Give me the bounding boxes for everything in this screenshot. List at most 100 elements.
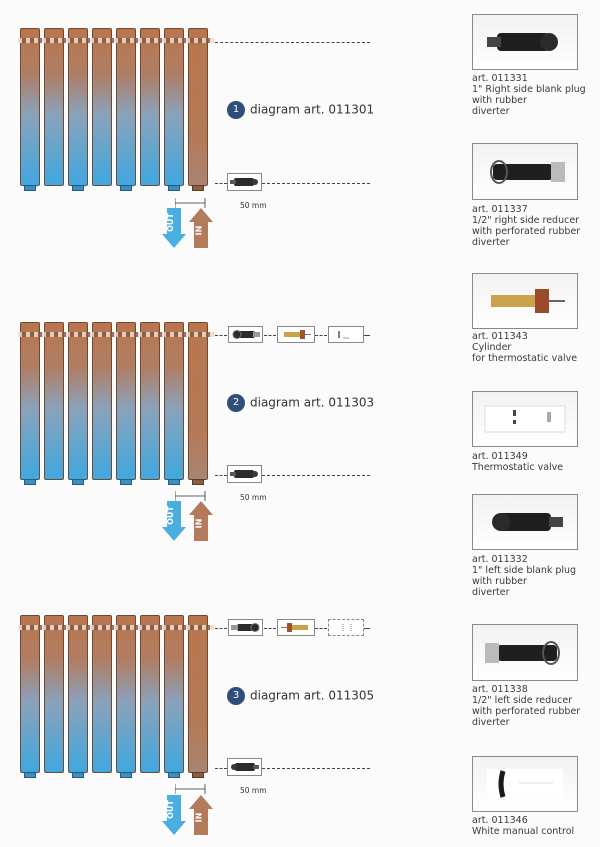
radiator-section: [68, 615, 88, 773]
radiator-foot: [24, 772, 36, 778]
diagram-title: diagram art. 011303: [250, 395, 375, 410]
top-dashed-line: [364, 628, 370, 629]
radiator-manifold: [18, 38, 214, 43]
radiator-section: [68, 322, 88, 480]
radiator-foot: [192, 185, 204, 191]
out-arrow: OUT: [162, 208, 186, 248]
radiator-section: [20, 28, 40, 186]
dimension-label: 50 mm: [240, 493, 267, 502]
product-art-number: art. 011349: [472, 451, 528, 462]
product-art-number: art. 011332: [472, 554, 528, 565]
top-dashed-line: [264, 628, 276, 629]
radiator-section: [140, 615, 160, 773]
cylinder-thumbnail: [277, 326, 315, 343]
radiator-foot: [24, 479, 36, 485]
product-description: 1/2" right side reducer: [472, 215, 580, 226]
radiator-section: [164, 615, 184, 773]
blank-plug-thumbnail: [227, 465, 262, 483]
radiator-foot: [120, 772, 132, 778]
bottom-dashed-line: [215, 475, 227, 476]
radiator-foot: [72, 185, 84, 191]
product-photo-cylinder: [472, 273, 578, 329]
radiator-section: [44, 322, 64, 480]
top-dashed-line: [215, 335, 227, 336]
product-art-number: art. 011346: [472, 815, 528, 826]
diagram-number-badge: 1: [227, 101, 245, 119]
radiator-section: [164, 322, 184, 480]
diagram-label-2: 2 diagram art. 011303: [227, 394, 374, 412]
product-photo-manual-control: [472, 756, 578, 812]
radiator-foot: [24, 185, 36, 191]
radiator-section: [116, 615, 136, 773]
radiator-foot: [72, 479, 84, 485]
dimension-marker: [175, 784, 206, 794]
bottom-dashed-line: [215, 768, 227, 769]
product-photo-blank-plug-right: [472, 14, 578, 70]
product-photo-reducer-left: [472, 624, 578, 681]
product-description: diverter: [472, 717, 510, 728]
product-description: with rubber: [472, 576, 527, 587]
radiator-section: [140, 322, 160, 480]
in-label: IN: [194, 812, 204, 823]
diagram-label-1: 1 diagram art. 011301: [227, 101, 374, 119]
dimension-label: 50 mm: [240, 201, 267, 210]
product-caption: art. 011331 1" Right side blank plug wit…: [472, 73, 600, 117]
in-arrow: IN: [189, 208, 213, 248]
out-arrow: OUT: [162, 795, 186, 835]
product-description: with rubber: [472, 95, 527, 106]
dimension-marker: [175, 491, 206, 501]
reducer-thumbnail: [228, 619, 263, 636]
blank-plug-thumbnail: [227, 173, 262, 191]
product-description: diverter: [472, 106, 510, 117]
radiator-section: [92, 322, 112, 480]
out-label: OUT: [165, 213, 175, 232]
product-caption: art. 011343 Cylinder for thermostatic va…: [472, 331, 600, 364]
product-description: Cylinder: [472, 342, 512, 353]
product-art-number: art. 011331: [472, 73, 528, 84]
product-description: diverter: [472, 587, 510, 598]
manual-control-thumbnail: [328, 619, 364, 636]
diagram-number-badge: 2: [227, 394, 245, 412]
dimension-label: 50 mm: [240, 786, 267, 795]
radiator-section: [188, 28, 208, 186]
radiator-foot: [72, 772, 84, 778]
radiator-section: [20, 322, 40, 480]
out-label: OUT: [165, 800, 175, 819]
radiator-section: [188, 322, 208, 480]
top-dashed-line: [215, 628, 227, 629]
radiator-diagram-3: [18, 615, 214, 779]
bottom-dashed-line: [262, 475, 370, 476]
diagram-title: diagram art. 011301: [250, 102, 375, 117]
radiator-foot: [168, 479, 180, 485]
radiator-foot: [192, 479, 204, 485]
product-description: 1" Right side blank plug: [472, 84, 586, 95]
cylinder-thumbnail: [277, 619, 315, 636]
radiator-section: [20, 615, 40, 773]
in-label: IN: [194, 225, 204, 236]
blank-plug-thumbnail: [227, 758, 262, 776]
in-arrow: IN: [189, 795, 213, 835]
product-art-number: art. 011343: [472, 331, 528, 342]
radiator-section: [44, 615, 64, 773]
product-caption: art. 011349 Thermostatic valve: [472, 451, 600, 473]
reducer-thumbnail: [228, 326, 263, 343]
radiator-section: [164, 28, 184, 186]
radiator-foot: [168, 185, 180, 191]
thermostatic-valve-thumbnail: [328, 326, 364, 343]
product-description: 1" left side blank plug: [472, 565, 577, 576]
bottom-dashed-line: [262, 183, 370, 184]
out-arrow: OUT: [162, 501, 186, 541]
radiator-section: [188, 615, 208, 773]
radiator-foot: [120, 479, 132, 485]
radiator-diagram-2: [18, 322, 214, 486]
product-description: 1/2" left side reducer: [472, 695, 573, 706]
top-dashed-line: [364, 335, 370, 336]
top-dashed-line: [264, 335, 276, 336]
radiator-manifold: [18, 625, 214, 630]
product-photo-thermostatic-valve: [472, 391, 578, 447]
radiator-section: [44, 28, 64, 186]
radiator-foot: [192, 772, 204, 778]
bottom-dashed-line: [262, 768, 370, 769]
product-caption: art. 011337 1/2" right side reducer with…: [472, 204, 600, 248]
radiator-diagram-1: [18, 28, 214, 192]
